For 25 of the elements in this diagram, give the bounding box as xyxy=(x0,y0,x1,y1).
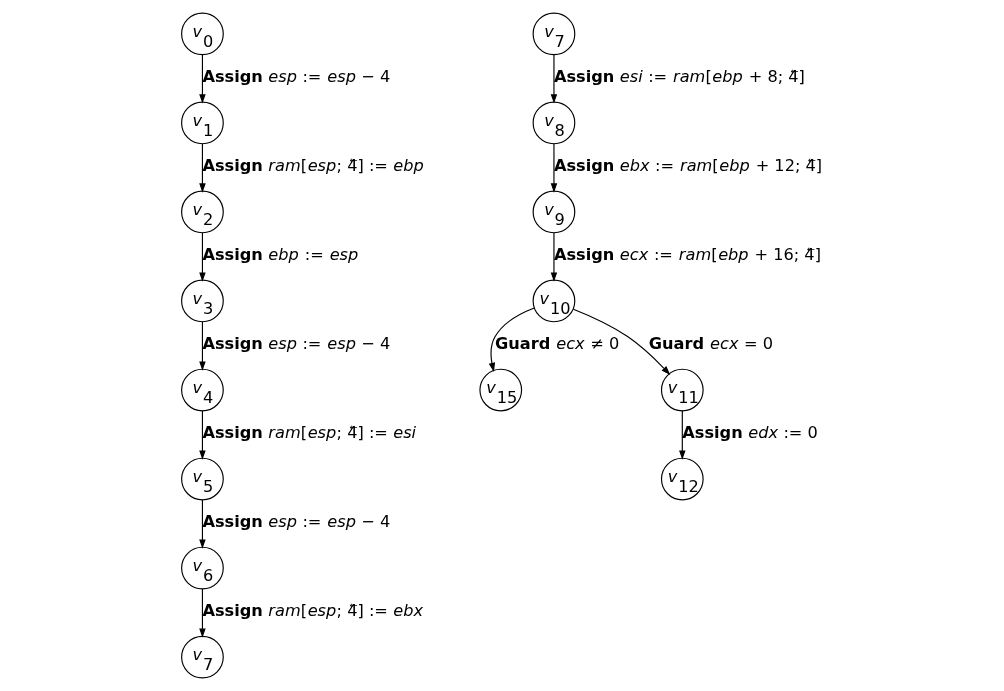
edge-label: Assign ebp := esp xyxy=(201,244,358,264)
edge-label: Assign ram[esp; 4⃖] := esi xyxy=(201,422,416,442)
edge-label: Assign esp := esp − 4 xyxy=(201,66,390,86)
arrow xyxy=(198,232,206,282)
arrow xyxy=(550,54,557,104)
arrow xyxy=(572,308,670,376)
arrow xyxy=(198,588,206,638)
arrow xyxy=(198,410,206,460)
edge-label: Guard ecx = 0 xyxy=(648,333,773,353)
edge-label: Assign esp := esp − 4 xyxy=(201,333,390,353)
arrow xyxy=(198,54,206,104)
arrow xyxy=(488,307,535,373)
edge-label: Assign esi := ram[ebp + 8; 4⃖] xyxy=(553,66,805,86)
edge-label: Assign ecx := ram[ebp + 16; 4⃖] xyxy=(553,244,821,264)
edge-label: Assign ram[esp; 4⃖] := ebx xyxy=(201,600,423,620)
arrow xyxy=(198,143,206,193)
edge-label: Assign ram[esp; 4⃖] := ebp xyxy=(201,155,424,175)
arrow xyxy=(198,321,206,371)
edge-label: Assign esp := esp − 4 xyxy=(201,511,390,531)
arrow xyxy=(678,410,686,460)
arrow xyxy=(198,499,206,549)
edge-label: Guard ecx ≠ 0 xyxy=(494,333,619,353)
edge-label: Assign ebx := ram[ebp + 12; 4⃖] xyxy=(553,155,822,175)
arrow xyxy=(550,143,557,193)
arrow xyxy=(550,232,557,282)
